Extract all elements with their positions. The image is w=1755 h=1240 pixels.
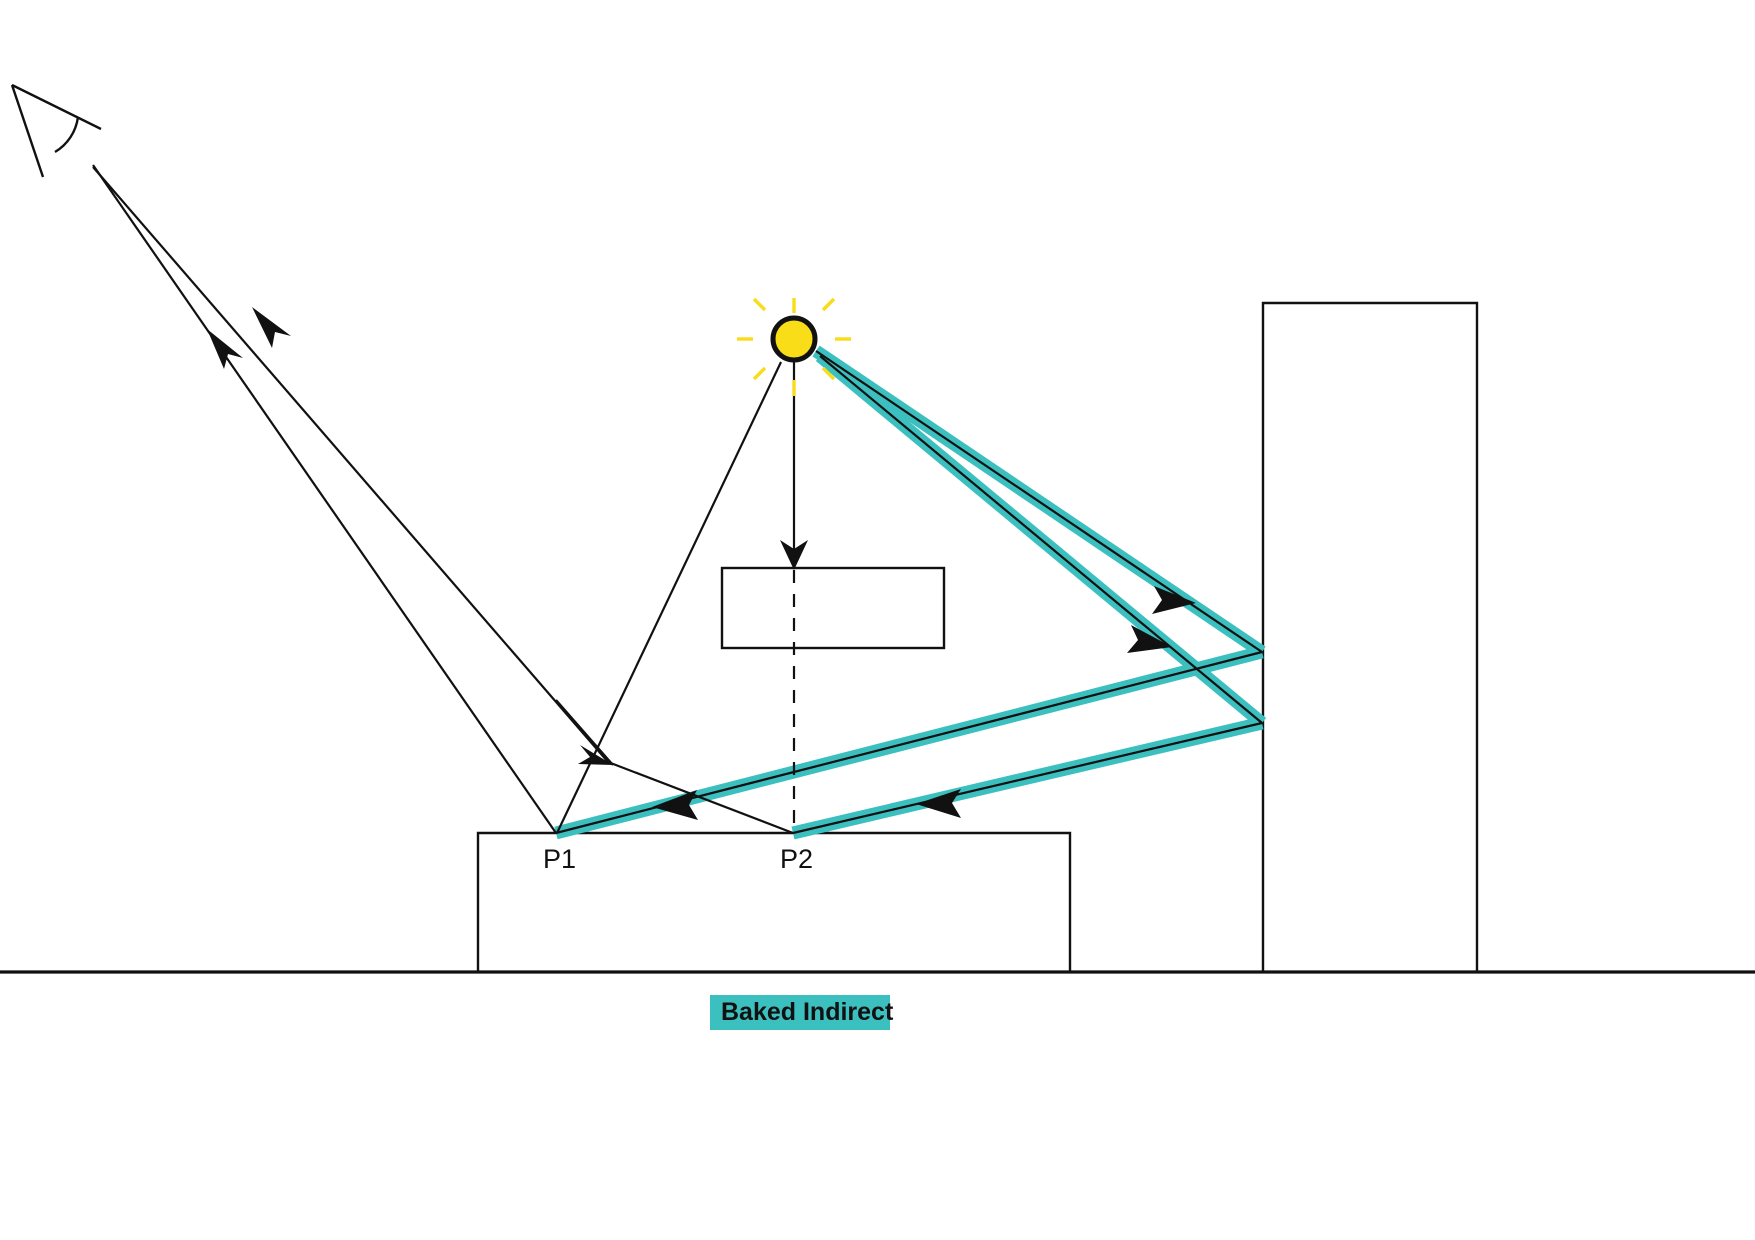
ray-camera-to-p2-tail xyxy=(555,699,614,766)
camera-ray-group xyxy=(92,164,794,835)
ray-p2-connector xyxy=(607,760,794,835)
right-wall-shape xyxy=(1261,301,1479,972)
ray-camera-to-p1 xyxy=(92,164,557,834)
legend-label: Baked Indirect xyxy=(721,998,894,1026)
arrowhead-sun-to-wall-lower xyxy=(1127,625,1172,653)
baked-indirect-arrowheads xyxy=(652,586,1196,820)
arrowhead-sun-to-wall-upper xyxy=(1152,586,1196,614)
ray-camera-to-p2 xyxy=(92,166,609,763)
legend-swatch xyxy=(710,995,890,1030)
label-p2: P2 xyxy=(780,844,813,874)
arrowhead-camera-to-p1 xyxy=(207,329,243,369)
baked-indirect-highlight-group xyxy=(554,345,1267,840)
arrowhead-camera-ray-tail xyxy=(578,745,613,765)
sun-disc xyxy=(770,315,818,363)
occluder-box-shape xyxy=(720,566,946,650)
arrowhead-wall-lower-to-p2 xyxy=(916,789,961,818)
sun-rays xyxy=(737,297,851,396)
arrowhead-camera-to-p2 xyxy=(252,307,291,348)
arrowhead-wall-upper-to-p1 xyxy=(652,790,698,820)
label-p1: P1 xyxy=(543,844,576,874)
sun-icon xyxy=(737,297,851,396)
ray-sun-to-wall-lower xyxy=(819,355,1263,724)
arrowhead-sun-to-occluder xyxy=(780,540,808,570)
legend-baked-indirect: Baked Indirect xyxy=(710,995,894,1030)
platform-shape xyxy=(476,831,1072,972)
ray-sun-to-wall-upper xyxy=(815,350,1263,653)
ray-wall-lower-to-p2 xyxy=(792,721,1263,835)
camera-icon xyxy=(10,83,102,178)
